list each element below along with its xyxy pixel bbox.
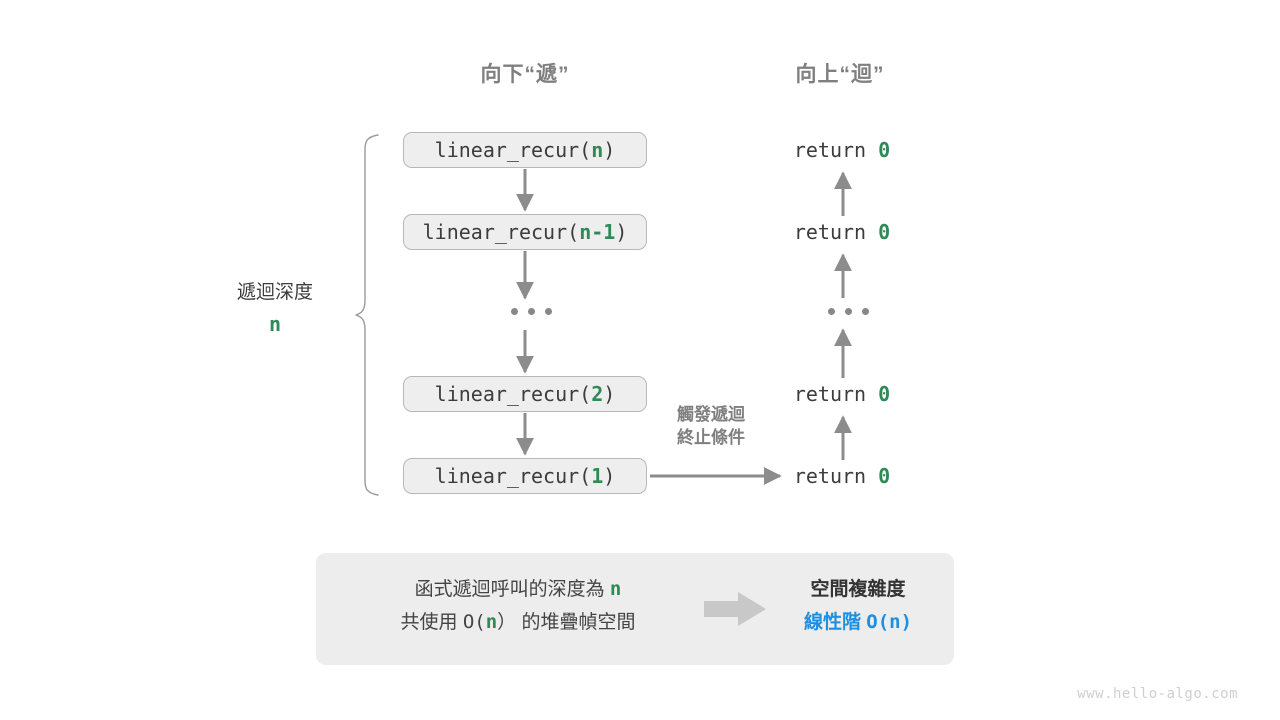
summary-conclusion: 空間複雜度 線性階 O(n)	[778, 573, 938, 640]
return-statement: return 0	[752, 382, 932, 406]
ellipsis-dot	[828, 308, 835, 315]
return-keyword: return	[793, 138, 867, 162]
summary-conclusion-title: 空間複雜度	[810, 579, 906, 600]
right-block-arrow-icon	[704, 592, 766, 626]
call-frame-name: linear_recur	[422, 220, 568, 244]
ellipsis-icon	[511, 308, 552, 315]
call-frame-paren-close: )	[603, 464, 616, 488]
summary-conclusion-value: 線性階 O(n)	[778, 606, 938, 639]
return-statement: return 0	[752, 464, 932, 488]
call-frame-paren-open: (	[567, 220, 580, 244]
call-frame-box[interactable]: linear_recur(n-1)	[403, 214, 647, 250]
summary-premise-line2-text: 共使用	[400, 612, 458, 634]
call-frame-paren-close: )	[603, 382, 616, 406]
summary-premise-line1-var: n	[609, 578, 622, 600]
base-case-note-line2: 終止條件	[677, 427, 745, 447]
call-frame-paren-close: )	[603, 138, 616, 162]
return-value: 0	[878, 382, 891, 406]
ellipsis-dot	[545, 308, 552, 315]
summary-premise-complexity-var: n	[485, 611, 498, 634]
recursion-depth-value: n	[268, 312, 282, 337]
return-value: 0	[878, 138, 891, 162]
call-frame-paren-open: (	[579, 138, 592, 162]
base-case-note: 觸發遞迴 終止條件	[650, 404, 772, 450]
call-frame-arg: n-1	[579, 220, 616, 244]
call-frame-arg: 2	[591, 382, 604, 406]
summary-premise-line2-post: 的堆疊幀空間	[521, 612, 636, 634]
ellipsis-icon	[828, 308, 869, 315]
return-keyword: return	[793, 382, 867, 406]
site-watermark: www.hello-algo.com	[1077, 686, 1238, 702]
ellipsis-dot	[511, 308, 518, 315]
return-value: 0	[878, 220, 891, 244]
summary-premise-line1: 函式遞迴呼叫的深度為 n	[414, 578, 622, 600]
call-frame-name: linear_recur	[434, 464, 580, 488]
call-frame-name: linear_recur	[434, 138, 580, 162]
summary-conclusion-order: 線性階	[803, 612, 861, 634]
call-frame-paren-open: (	[579, 464, 592, 488]
call-frame-box[interactable]: linear_recur(1)	[403, 458, 647, 494]
column-heading-descend: 向下“遞”	[480, 63, 570, 86]
summary-premise-complexity-close: ）	[497, 612, 517, 634]
return-keyword: return	[793, 464, 867, 488]
summary-premise-line2: 共使用 O(n） 的堆疊幀空間	[400, 611, 636, 634]
return-statement: return 0	[752, 220, 932, 244]
summary-premise-line1-text: 函式遞迴呼叫的深度為	[414, 579, 605, 600]
return-keyword: return	[793, 220, 867, 244]
call-frame-paren-open: (	[579, 382, 592, 406]
summary-premise-complexity-open: O(	[462, 611, 486, 634]
call-frame-arg: n	[591, 138, 604, 162]
summary-panel: 函式遞迴呼叫的深度為 n 共使用 O(n） 的堆疊幀空間 空間複雜度 線性階 O…	[316, 553, 954, 665]
call-frame-paren-close: )	[615, 220, 628, 244]
summary-conclusion-expr: O(n)	[866, 611, 913, 634]
recursion-depth-label: 遞迴深度	[236, 282, 313, 303]
ellipsis-dot	[528, 308, 535, 315]
return-value: 0	[878, 464, 891, 488]
call-frame-arg: 1	[591, 464, 604, 488]
call-frame-box[interactable]: linear_recur(n)	[403, 132, 647, 168]
column-heading-ascend: 向上“迴”	[795, 63, 885, 86]
ellipsis-dot	[845, 308, 852, 315]
base-case-note-line1: 觸發遞迴	[677, 405, 745, 424]
summary-premise: 函式遞迴呼叫的深度為 n 共使用 O(n） 的堆疊幀空間	[338, 573, 698, 640]
return-statement: return 0	[752, 138, 932, 162]
recursion-depth-annotation: 遞迴深度 n	[190, 278, 360, 340]
ellipsis-dot	[862, 308, 869, 315]
call-frame-name: linear_recur	[434, 382, 580, 406]
call-frame-box[interactable]: linear_recur(2)	[403, 376, 647, 412]
